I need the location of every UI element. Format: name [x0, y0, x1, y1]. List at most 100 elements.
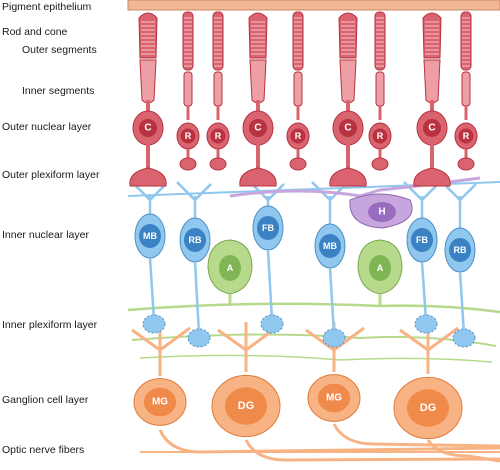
bipolar-nucleus [411, 228, 433, 252]
amacrine-cell: A [207, 239, 253, 305]
rod-inner-segment [213, 71, 223, 107]
rod-spherule [289, 157, 307, 171]
bipolar-terminal [187, 328, 211, 348]
bipolar-axon [193, 261, 201, 335]
ganglion-cell: DG [211, 322, 281, 438]
cone-outer-segment [248, 12, 268, 59]
rod-label: R [215, 131, 222, 141]
ganglion-label: MG [152, 397, 168, 408]
bipolar-axon [148, 257, 156, 321]
rod-nucleus [290, 128, 306, 144]
ganglion-nucleus [143, 387, 177, 417]
ganglion-nucleus [317, 383, 351, 413]
bipolar-label: MB [323, 241, 337, 251]
bipolar-terminal [322, 328, 346, 348]
cone-pedicle [329, 167, 367, 187]
ganglion-cells: MG DG MG DG [131, 322, 463, 440]
cone-outer-segment [422, 12, 442, 59]
optic-nerve-fiber [244, 439, 500, 462]
amacrine-label: A [227, 263, 234, 273]
ganglion-nucleus [406, 389, 450, 427]
bipolar-label: FB [416, 235, 428, 245]
bipolar-axon [328, 267, 336, 335]
bipolar-label: MB [143, 231, 157, 241]
rod-nucleus [458, 128, 474, 144]
rod-label: R [185, 131, 192, 141]
rod-label: R [295, 131, 302, 141]
bipolar-cell: RB [441, 181, 477, 348]
cone-cell: C [329, 12, 367, 187]
amacrine-label: A [377, 263, 384, 273]
cone-nucleus [423, 119, 441, 137]
ganglion-label: MG [326, 393, 342, 404]
pigment-epithelium-layer [127, 0, 500, 11]
rod-outer-segment [212, 11, 224, 71]
bipolar-terminal [142, 314, 166, 334]
rod-spherule [457, 157, 475, 171]
amacrine-plexus-bottom [139, 354, 493, 363]
horizontal-cell-nucleus [368, 202, 396, 222]
bipolar-axon [266, 249, 274, 321]
bipolar-axon [420, 261, 428, 321]
bipolar-nucleus [257, 216, 279, 240]
rod-inner-segment [293, 71, 303, 107]
cone-inner-segment [139, 59, 157, 104]
cone-outer-segment [338, 12, 358, 59]
amacrine-cell: A [357, 239, 403, 305]
rod-outer-segment [182, 11, 194, 71]
rod-cell: R [454, 11, 478, 171]
cone-cell: C [413, 12, 451, 187]
rod-cell: R [176, 11, 200, 171]
bipolar-cell: MB [131, 181, 167, 334]
rod-inner-segment [461, 71, 471, 107]
label-outer-nuclear-layer: Outer nuclear layer [2, 121, 92, 133]
rod-inner-segment [375, 71, 385, 107]
cone-nucleus [139, 119, 157, 137]
cone-inner-segment [339, 59, 357, 104]
rod-inner-segment [183, 71, 193, 107]
rod-outer-segment [292, 11, 304, 71]
bipolar-axon [458, 271, 466, 335]
rod-outer-segment [374, 11, 386, 71]
cone-pedicle [413, 167, 451, 187]
cone-cell: C [239, 12, 277, 187]
bipolar-cell: FB [249, 181, 285, 334]
bipolar-nucleus [139, 224, 161, 248]
label-outer-plexiform-layer: Outer plexiform layer [2, 169, 100, 181]
bipolar-nucleus [319, 234, 341, 258]
amacrine-nucleus [369, 255, 391, 281]
cone-nucleus [339, 119, 357, 137]
ganglion-nucleus [224, 387, 268, 425]
amacrine-plexus-upper [127, 302, 500, 314]
label-rod-and-cone: Rod and cone [2, 26, 68, 38]
bipolar-nucleus [184, 228, 206, 252]
horizontal-cell-label: H [378, 207, 385, 218]
label-optic-nerve-fibers: Optic nerve fibers [2, 444, 85, 456]
bipolar-dendrites [176, 181, 212, 220]
label-inner-nuclear-layer: Inner nuclear layer [2, 229, 89, 241]
label-inner-segments: Inner segments [22, 85, 95, 97]
cone-inner-segment [249, 59, 267, 104]
bipolar-cell: FB [403, 181, 439, 334]
rod-cell: R [368, 11, 392, 171]
rod-outer-segment [460, 11, 472, 71]
optic-nerve-fibers [140, 423, 500, 463]
rod-label: R [377, 131, 384, 141]
rod-nucleus [372, 128, 388, 144]
amacrine-nucleus [219, 255, 241, 281]
label-outer-segments: Outer segments [22, 44, 97, 56]
cone-label: C [144, 123, 151, 134]
cone-pedicle [239, 167, 277, 187]
bipolar-label: RB [454, 245, 467, 255]
rod-nucleus [180, 128, 196, 144]
bipolar-terminal [414, 314, 438, 334]
rod-cell: R [286, 11, 310, 171]
label-inner-plexiform-layer: Inner plexiform layer [2, 319, 98, 331]
cone-label: C [254, 123, 261, 134]
bipolar-cell: RB [176, 181, 212, 348]
ganglion-label: DG [420, 402, 437, 414]
